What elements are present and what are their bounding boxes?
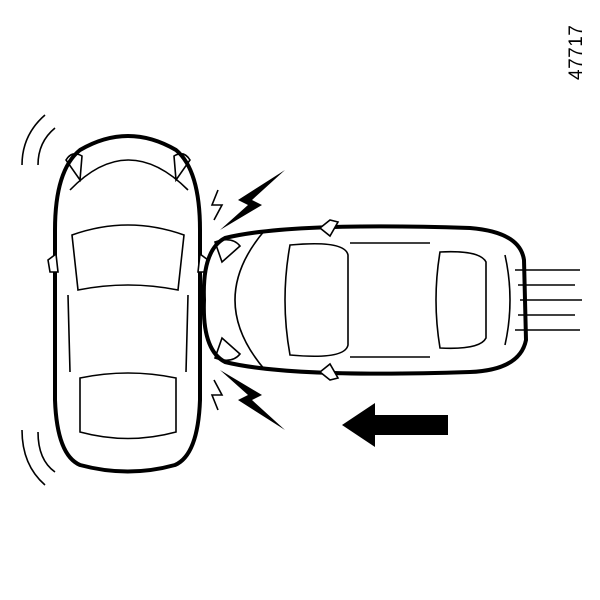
stationary-car [47,134,209,474]
motion-lines-icon [515,269,582,331]
impacting-car [201,219,529,381]
figure-reference-number: 47717 [566,24,587,80]
shake-arcs-icon [21,114,56,486]
impact-lightning-icon [210,170,285,430]
direction-arrow-icon [342,403,448,447]
